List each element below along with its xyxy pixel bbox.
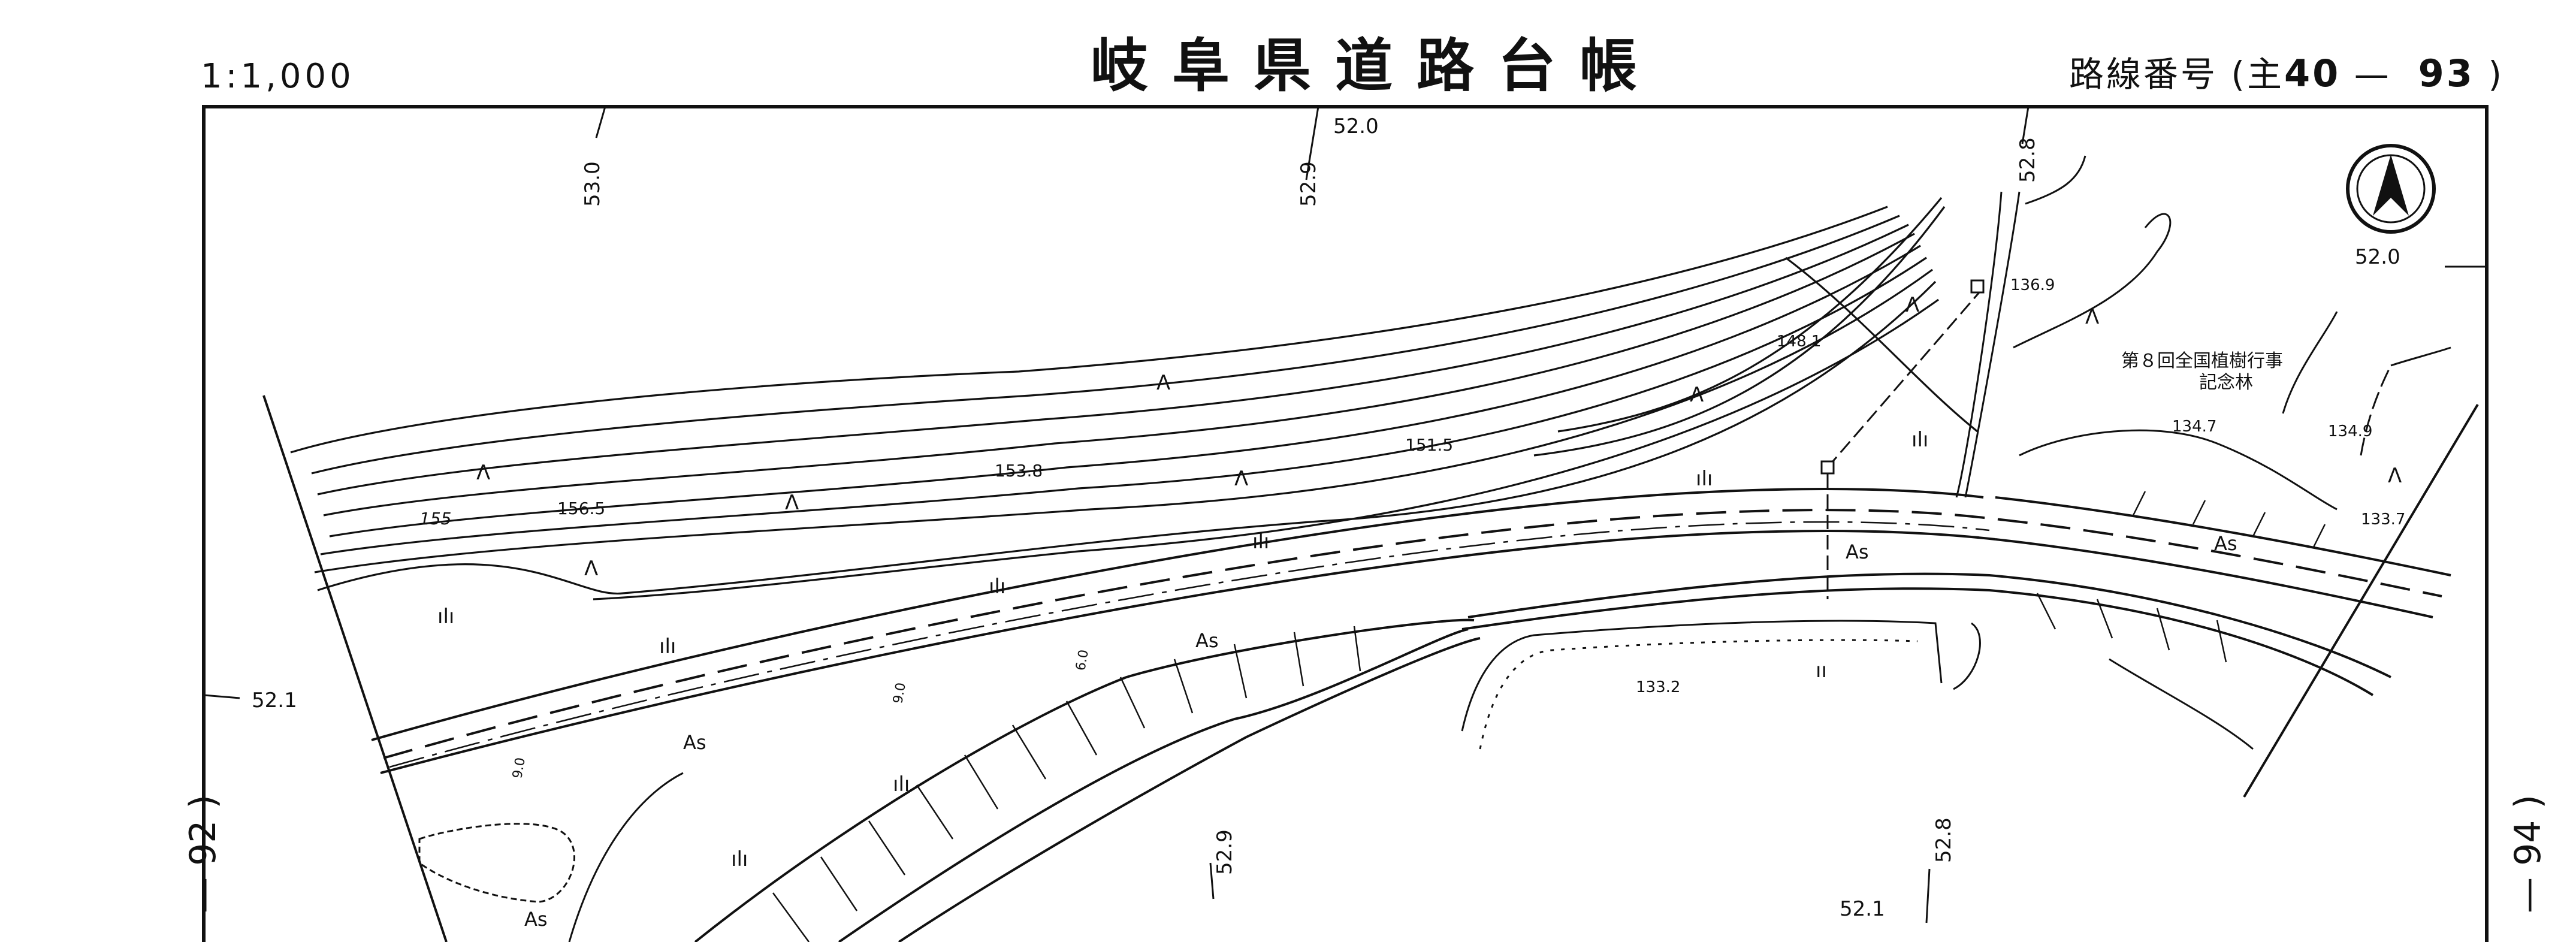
elevation-label: 134.9 [2328, 422, 2372, 440]
elevation-label: 53.0 [581, 161, 605, 207]
road-dashed-markings [383, 509, 2442, 759]
route-number-value: 40 [2284, 52, 2341, 95]
vegetation-symbols: ılı ılı ılı ılı ılı ılı ılı ılı ıı Λ Λ Λ… [437, 293, 2402, 871]
surface-label: As [524, 908, 548, 931]
surface-label: As [2214, 532, 2237, 555]
surface-label: As [683, 731, 706, 754]
route-suffix: ) [2488, 54, 2504, 95]
svg-text:ılı: ılı [1252, 530, 1269, 554]
road-main [371, 488, 2451, 774]
width-dimension: 6.0 [1073, 648, 1092, 672]
north-arrow-icon [2346, 144, 2436, 234]
route-prefix: 路線番号 (主 [2068, 54, 2285, 95]
utility-marker [1970, 279, 1985, 294]
elevation-label: 148.1 [1777, 333, 1821, 351]
svg-text:ılı: ılı [989, 575, 1005, 599]
svg-text:ılı: ılı [1696, 467, 1713, 491]
contour-lines [290, 197, 1978, 600]
elevation-label: 136.9 [2010, 276, 2055, 294]
elevation-label: 52.8 [1932, 817, 1956, 863]
elevation-label: 52.9 [1213, 829, 1237, 875]
elevation-label: 133.2 [1636, 678, 1680, 696]
svg-text:Λ: Λ [1234, 467, 1248, 491]
elevation-label: 133.7 [2361, 511, 2405, 529]
svg-text:Λ: Λ [584, 557, 598, 581]
map-scale: 1:1,000 [201, 57, 355, 96]
elevation-label: 151.5 [1405, 435, 1453, 455]
route-dash: — [2354, 54, 2391, 95]
elevation-label: 52.9 [1297, 161, 1321, 207]
utility-marker [1820, 460, 1835, 475]
svg-text:ılı: ılı [1911, 428, 1928, 452]
route-sheet-value: 93 [2418, 52, 2475, 95]
elevation-label: 134.7 [2172, 418, 2216, 436]
elevation-label: 52.0 [2355, 245, 2400, 269]
survey-boundary-left [262, 395, 448, 942]
svg-text:Λ: Λ [2388, 464, 2402, 488]
elevation-label: 52.8 [2016, 137, 2040, 183]
svg-text:ıı: ıı [1816, 659, 1827, 683]
surface-label: As [1846, 541, 1869, 563]
svg-text:ılı: ılı [437, 605, 454, 629]
grid-ticks [203, 106, 2487, 923]
elevation-label: 52.0 [1333, 114, 1379, 138]
svg-text:Λ: Λ [1156, 371, 1170, 395]
place-label-line1: 第８回全国植樹行事 [2121, 351, 2283, 372]
lower-terrain [418, 620, 2254, 942]
elevation-label: 156.5 [557, 499, 605, 518]
page-title: 岐阜県道路台帳 [1091, 32, 1661, 99]
svg-text:Λ: Λ [785, 491, 799, 515]
place-label-line2: 記念林 [2199, 372, 2253, 393]
road-branch [694, 618, 1481, 942]
elevation-label: 52.1 [252, 689, 297, 712]
svg-text:ılı: ılı [731, 847, 748, 871]
elevation-label: 155 [419, 509, 451, 529]
svg-text:Λ: Λ [1905, 293, 1919, 317]
svg-text:ılı: ılı [659, 635, 676, 659]
route-number: 路線番号 (主40 — 93 ) [2069, 55, 2504, 92]
surface-label: As [1195, 629, 1219, 652]
svg-text:Λ: Λ [1690, 383, 1704, 407]
elevation-label: 52.1 [1840, 897, 1885, 921]
svg-text:ılı: ılı [893, 772, 910, 796]
width-dimension: 9.0 [890, 681, 909, 705]
upper-right-terrain [1955, 155, 2451, 511]
slope-hatching [772, 491, 2326, 942]
map-frame [202, 105, 2489, 942]
svg-text:Λ: Λ [476, 461, 490, 485]
road-centreline [389, 521, 1990, 768]
svg-text:Λ: Λ [2085, 305, 2099, 329]
elevation-label: 153.8 [995, 461, 1043, 481]
width-dimension: 9.0 [510, 756, 529, 780]
